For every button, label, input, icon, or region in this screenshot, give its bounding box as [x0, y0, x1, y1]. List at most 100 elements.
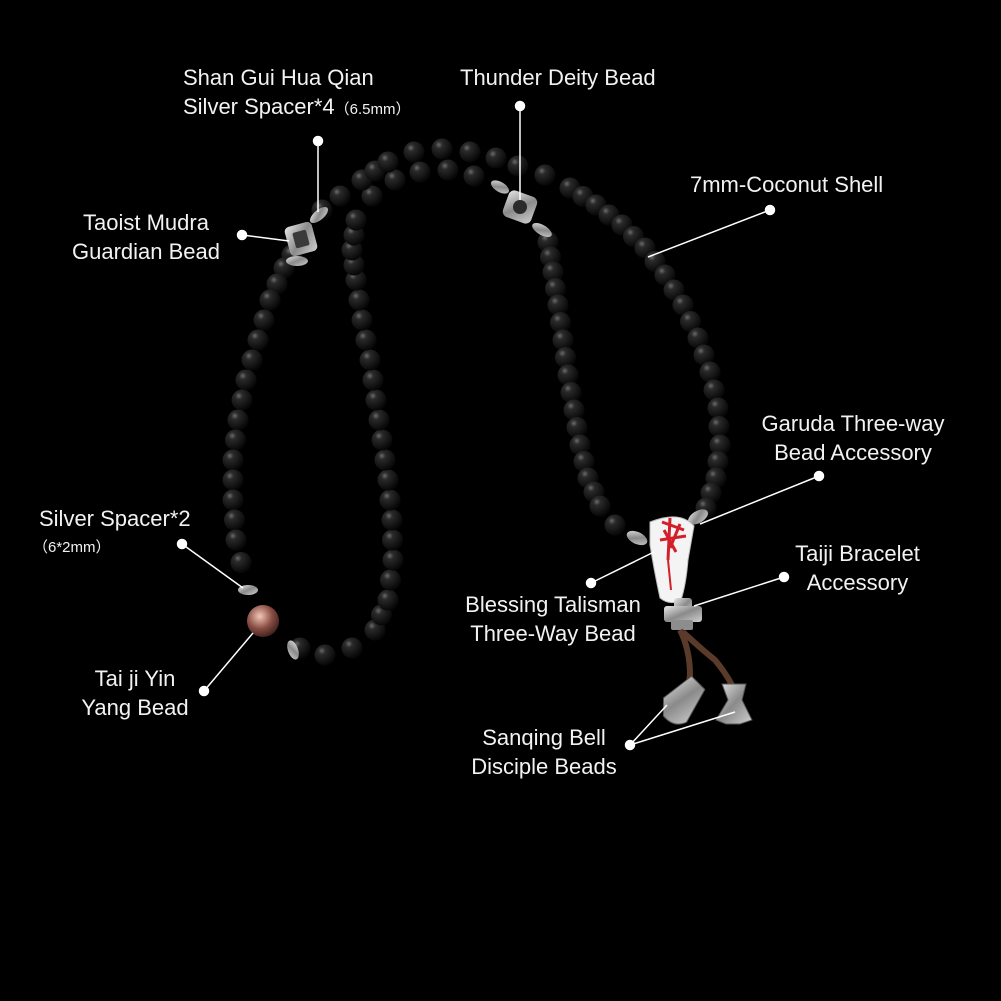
coconut-shell-bead: [550, 312, 571, 333]
coconut-shell-bead: [231, 389, 253, 411]
leader-sanqing: [624, 704, 736, 751]
coconut-shell-bead: [374, 449, 396, 471]
coconut-shell-bead: [377, 589, 399, 611]
silver-spacer: [286, 256, 308, 266]
coconut-shell-bead: [355, 329, 377, 351]
leader-shan-gui: [312, 135, 324, 212]
leader-taiji-bracelet: [693, 571, 790, 607]
coconut-shell-bead: [225, 429, 246, 451]
coconut-shell-bead: [225, 529, 247, 551]
coconut-shell-bead: [557, 364, 579, 386]
coconut-shell-bead: [227, 409, 249, 431]
leader-silver2: [176, 538, 244, 589]
coconut-shell-bead: [403, 141, 425, 163]
coconut-shell-bead: [377, 469, 399, 491]
coconut-shell-bead: [709, 434, 731, 456]
coconut-shell-bead: [341, 637, 363, 659]
coconut-shell-bead: [707, 451, 729, 472]
coconut-shell-bead: [382, 529, 403, 551]
coconut-shell-bead: [693, 344, 715, 366]
coconut-shell-bead: [382, 549, 404, 571]
cord: [680, 629, 735, 687]
coconut-shell-bead: [380, 569, 401, 591]
silver-spacer: [490, 180, 510, 194]
coconut-shell-bead: [222, 449, 244, 471]
coconut-shell-bead: [351, 309, 373, 331]
bead-strand: [222, 138, 731, 666]
leader-garuda: [699, 470, 825, 525]
coconut-shell-bead: [687, 327, 709, 349]
accessories: [238, 180, 753, 725]
taiji-bracelet-accessory: [664, 598, 702, 630]
coconut-shell-bead: [222, 469, 244, 491]
coconut-shell-bead: [459, 141, 481, 163]
coconut-shell-bead: [463, 165, 485, 187]
silver-spacer: [532, 223, 552, 237]
coconut-shell-bead: [552, 329, 574, 351]
coconut-shell-bead: [547, 294, 569, 316]
coconut-shell-bead: [362, 369, 384, 391]
label-thunder-deity-bead: Thunder Deity Bead: [460, 65, 656, 90]
leader-lines: [176, 100, 825, 751]
coconut-shell-bead: [241, 349, 263, 371]
coconut-shell-bead: [708, 416, 730, 437]
coconut-shell-bead: [224, 509, 245, 531]
leader-coconut: [647, 204, 776, 258]
silver-spacer: [287, 640, 299, 660]
coconut-shell-bead: [672, 294, 694, 316]
label-shan-gui-hua-qian: Shan Gui Hua Qian Silver Spacer*4（6.5mm）: [183, 65, 411, 119]
coconut-shell-bead: [680, 311, 701, 332]
silver-spacer: [688, 509, 708, 525]
label-coconut-shell: 7mm-Coconut Shell: [690, 172, 884, 197]
leader-thunder: [514, 100, 526, 200]
leader-taiji-yin: [198, 632, 254, 697]
coconut-shell-bead: [348, 289, 370, 311]
coconut-shell-bead: [253, 309, 275, 331]
coconut-shell-bead: [707, 397, 729, 419]
silver-spacer: [309, 206, 329, 224]
coconut-shell-bead: [371, 429, 393, 451]
label-silver-spacer-2: Silver Spacer*2 （6*2mm）: [33, 506, 191, 556]
blessing-talisman-three-way-bead: [649, 516, 695, 604]
coconut-shell-bead: [409, 161, 431, 183]
sanqing-bell-disciple-bead: [715, 683, 753, 725]
label-taiji-bracelet: Taiji Bracelet Accessory: [795, 541, 920, 595]
label-taoist-mudra: Taoist Mudra Guardian Bead: [72, 210, 220, 264]
coconut-shell-bead: [235, 369, 257, 391]
coconut-shell-bead: [247, 329, 269, 351]
coconut-shell-bead: [699, 361, 721, 383]
coconut-shell-bead: [222, 489, 244, 511]
coconut-shell-bead: [329, 185, 351, 207]
label-tai-ji-yin-yang: Tai ji Yin Yang Bead: [81, 666, 189, 720]
coconut-shell-bead: [560, 382, 582, 403]
coconut-shell-bead: [361, 185, 383, 207]
label-blessing-talisman: Blessing Talisman Three-Way Bead: [465, 592, 641, 646]
coconut-shell-bead: [314, 644, 336, 666]
sanqing-bell-disciple-bead: [662, 675, 706, 725]
thunder-deity-bead: [502, 190, 538, 224]
coconut-shell-bead: [365, 389, 387, 411]
leader-taoist: [236, 229, 290, 242]
taiji-yin-yang-bead: [247, 605, 279, 637]
silver-spacer: [626, 530, 648, 546]
coconut-shell-bead: [379, 489, 401, 511]
coconut-shell-bead: [542, 261, 564, 283]
coconut-shell-bead: [545, 278, 566, 299]
coconut-shell-bead: [345, 209, 367, 231]
coconut-shell-bead: [384, 169, 406, 191]
coconut-shell-bead: [566, 417, 588, 438]
coconut-shell-bead: [230, 552, 252, 573]
coconut-shell-bead: [368, 409, 390, 431]
coconut-shell-bead: [573, 451, 595, 472]
coconut-shell-bead: [266, 273, 288, 295]
coconut-shell-bead: [507, 155, 529, 177]
label-sanqing-bell: Sanqing Bell Disciple Beads: [471, 725, 617, 779]
coconut-shell-bead: [703, 379, 725, 401]
coconut-shell-bead: [431, 138, 453, 160]
coconut-shell-bead: [259, 289, 281, 311]
coconut-shell-bead: [604, 514, 626, 536]
label-garuda: Garuda Three-way Bead Accessory: [761, 411, 945, 465]
taoist-mudra-guardian-bead: [284, 222, 318, 256]
coconut-shell-bead: [563, 399, 585, 421]
